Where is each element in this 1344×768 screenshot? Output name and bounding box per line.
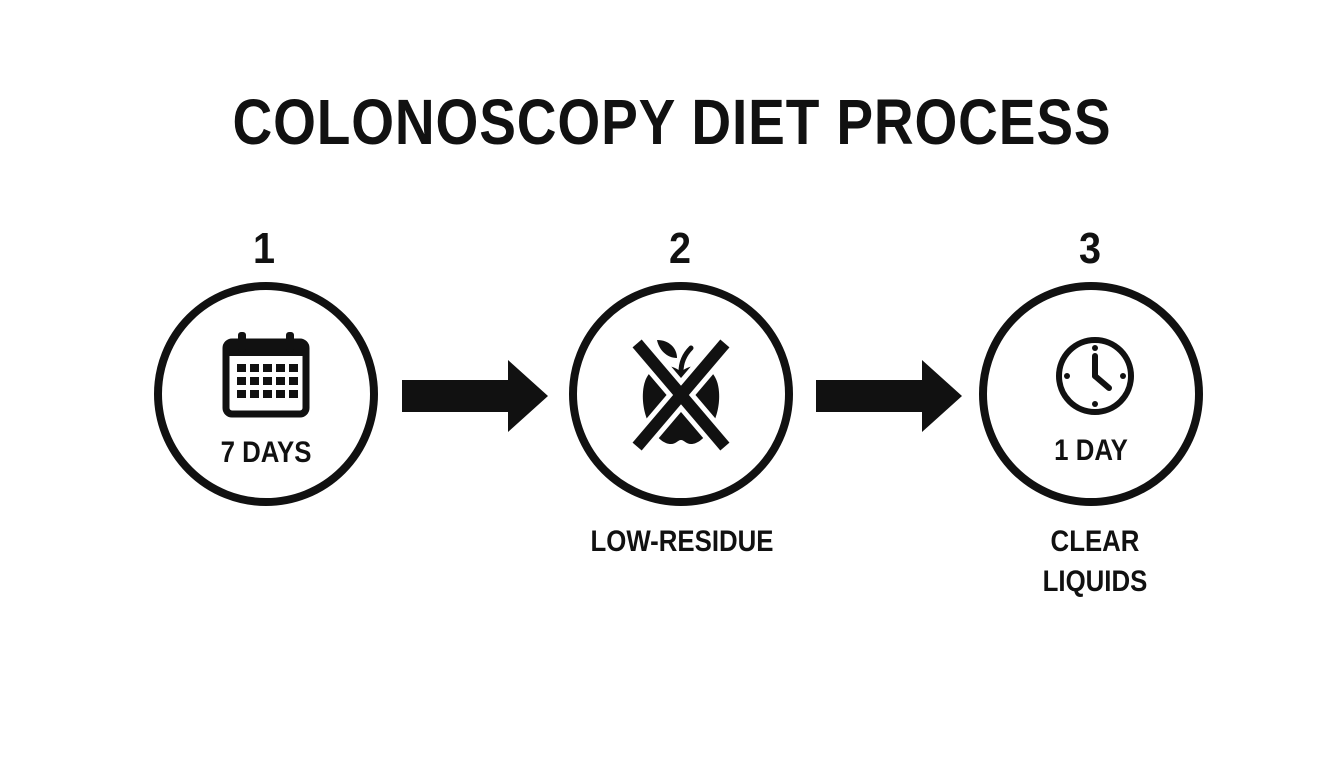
arrow-right-icon (816, 360, 962, 432)
step-1-circle: 7 DAYS (154, 282, 378, 506)
step-3-number: 3 (1078, 224, 1102, 273)
step-1-number: 1 (252, 224, 276, 273)
step-3-caption: CLEAR LIQUIDS (983, 522, 1207, 602)
step-3-caption-line-2: LIQUIDS (1042, 565, 1148, 598)
no-apple-icon (631, 334, 731, 454)
diagram-title: COLONOSCOPY DIET PROCESS (232, 86, 1112, 158)
step-2-number: 2 (668, 224, 692, 273)
step-2-caption: LOW-RESIDUE (590, 525, 774, 558)
step-1-duration: 7 DAYS (220, 436, 312, 469)
calendar-icon (222, 332, 310, 418)
step-3-caption-line-1: CLEAR (1050, 525, 1140, 558)
step-3-duration: 1 DAY (1054, 434, 1128, 467)
clock-icon (1056, 337, 1134, 415)
step-3-circle: 1 DAY (979, 282, 1203, 506)
arrow-right-icon (402, 360, 548, 432)
step-2-circle (569, 282, 793, 506)
